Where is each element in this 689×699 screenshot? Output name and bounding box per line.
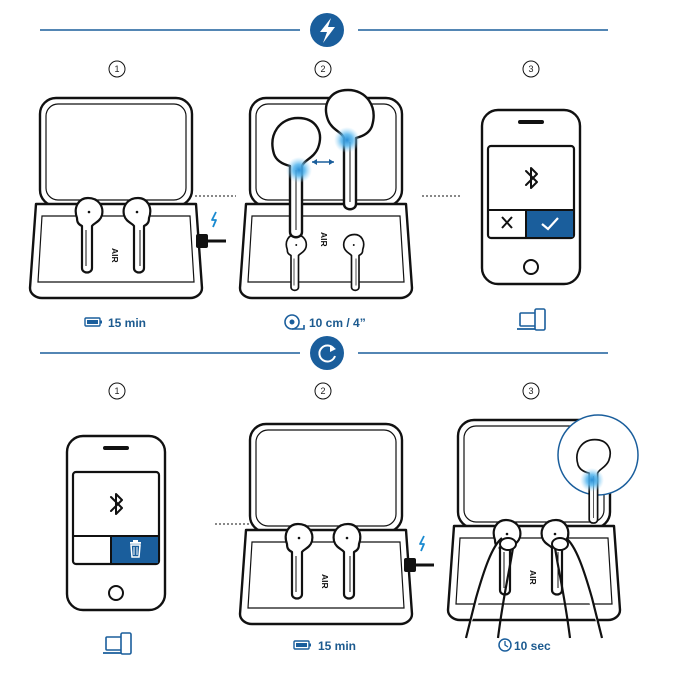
phone-confirm-illustration <box>480 108 582 286</box>
devices-icon <box>102 632 132 655</box>
step-number-3: 3 <box>522 382 540 400</box>
clock-icon <box>498 638 512 652</box>
right-led-glow <box>334 127 360 153</box>
charging-case-illustration: AIR <box>28 96 204 300</box>
led-glow <box>580 468 604 492</box>
charging-cable-icon <box>194 210 228 250</box>
caption-charge-time: 15 min <box>84 316 146 330</box>
svg-text:AIR: AIR <box>320 574 330 589</box>
svg-text:10 sec: 10 sec <box>514 639 551 653</box>
step-number-2: 2 <box>314 382 332 400</box>
svg-text:10 cm / 4”: 10 cm / 4” <box>309 316 366 330</box>
tape-measure-icon <box>284 314 305 330</box>
step-number-1: 1 <box>108 382 126 400</box>
step-number-1: 1 <box>108 60 126 78</box>
step-number-2: 2 <box>314 60 332 78</box>
charging-case-illustration: AIR <box>238 422 414 626</box>
press-hold-illustration: AIR <box>446 418 622 639</box>
confirm-check-icon <box>541 217 559 231</box>
caption-charge-time: 15 min <box>293 639 356 653</box>
svg-text:3: 3 <box>528 386 533 396</box>
svg-text:15 min: 15 min <box>318 639 356 653</box>
trash-icon <box>130 540 141 558</box>
earbuds-pairing-illustration: AIR <box>238 96 414 300</box>
caption-distance: 10 cm / 4” <box>284 314 366 330</box>
svg-text:2: 2 <box>320 64 325 74</box>
reset-icon <box>310 336 344 370</box>
distance-arrow <box>312 159 334 165</box>
devices-icon <box>516 308 546 331</box>
cancel-x-icon <box>501 216 513 229</box>
phone-forget-illustration <box>65 434 167 612</box>
zoom-circle <box>557 414 639 524</box>
svg-text:2: 2 <box>320 386 325 396</box>
caption-hold-time: 10 sec <box>498 638 551 653</box>
lightning-icon <box>310 13 344 47</box>
svg-text:1: 1 <box>114 386 119 396</box>
step-number-3: 3 <box>522 60 540 78</box>
svg-text:1: 1 <box>114 64 119 74</box>
svg-text:15 min: 15 min <box>108 316 146 330</box>
svg-text:AIR: AIR <box>528 570 538 585</box>
left-led-glow <box>286 157 312 183</box>
svg-text:AIR: AIR <box>110 248 120 263</box>
svg-text:3: 3 <box>528 64 533 74</box>
svg-text:AIR: AIR <box>319 232 329 247</box>
